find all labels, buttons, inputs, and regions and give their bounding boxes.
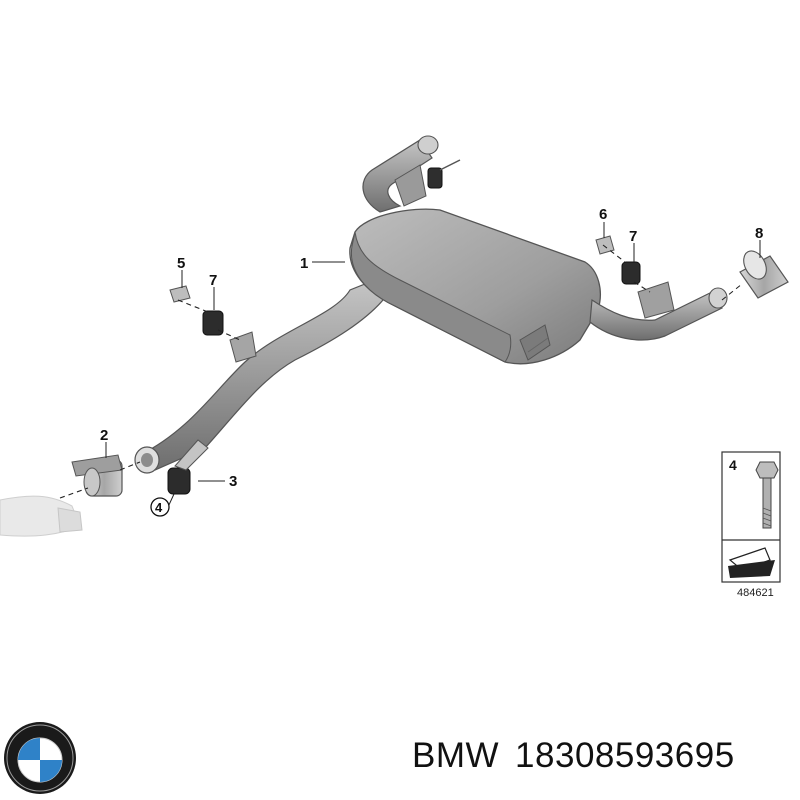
callout-4: 4: [155, 500, 163, 515]
pipe-clamp: [71, 454, 123, 497]
rear-muffler: [349, 208, 601, 365]
upstream-pipe-ghost: [0, 495, 83, 537]
left-tailpipe: [362, 135, 461, 213]
legend-item-number: 4: [729, 457, 737, 473]
reference-code: 484621: [737, 587, 774, 599]
callout-8: 8: [755, 225, 763, 242]
part-number: 18308593695: [515, 736, 735, 775]
right-hanger: [595, 235, 641, 285]
arrow-symbol-icon: [728, 547, 775, 578]
rubber-mount: [167, 439, 209, 495]
exhaust-inlet-pipe: [134, 281, 393, 474]
callout-4-circle: [150, 497, 170, 517]
right-tailpipe: [589, 281, 728, 341]
callout-5: 5: [177, 255, 185, 272]
tailpipe-sleeve: [739, 250, 789, 299]
assembly-lines: [59, 244, 743, 499]
callout-7-left: 7: [209, 272, 217, 289]
callout-7-right: 7: [629, 228, 637, 245]
leader-lines: [105, 222, 761, 508]
callout-1: 1: [300, 255, 308, 272]
part-label: BMW 18308593695: [412, 736, 735, 776]
callout-2: 2: [100, 427, 108, 444]
left-hanger: [169, 285, 257, 363]
brand-name: BMW: [412, 736, 500, 775]
legend-box: 4: [721, 451, 781, 583]
bolt-icon: [755, 461, 779, 529]
callout-6: 6: [599, 206, 607, 223]
bmw-logo-icon: [4, 722, 76, 794]
callout-3: 3: [229, 473, 237, 490]
